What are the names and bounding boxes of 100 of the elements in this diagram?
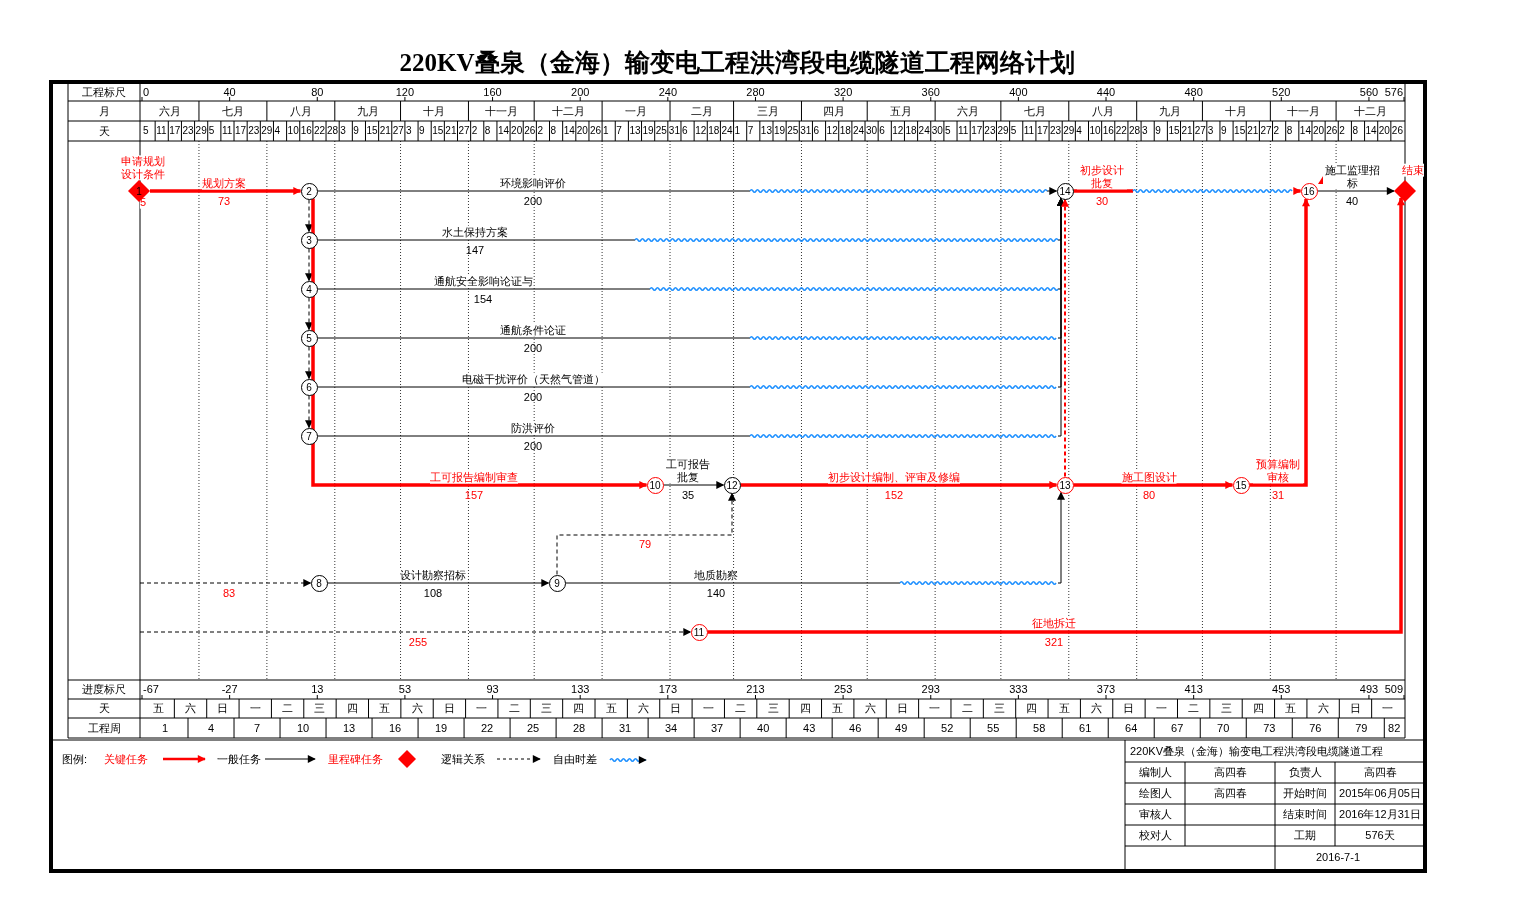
scale-number: 13 [311, 682, 324, 696]
day-number: 29 [261, 125, 273, 137]
scale-number: 413 [1184, 682, 1203, 696]
scale-number: 280 [746, 85, 765, 99]
week-number: 52 [941, 721, 954, 735]
day-number: 9 [1220, 125, 1227, 137]
week-number: 25 [526, 721, 540, 735]
scale-number: 373 [1096, 682, 1116, 696]
day-number: 27 [458, 125, 470, 137]
week-number: 61 [1079, 721, 1092, 735]
day-number: 30 [931, 125, 943, 137]
weekday-label: 五 [605, 701, 617, 715]
event-circle: 6 [300, 378, 318, 396]
scale-number: 120 [395, 85, 415, 99]
weekday-label: 二 [282, 701, 294, 715]
duration-label: 35 [681, 488, 695, 502]
day-number: 14 [1299, 125, 1311, 137]
day-number: 16 [300, 125, 312, 137]
scale-number: 133 [571, 682, 590, 696]
duration-label: 31 [1271, 488, 1285, 502]
weekday-label: 三 [541, 701, 552, 715]
arrow [565, 491, 1065, 584]
title-block-text: 2016-7-1 [1316, 850, 1360, 864]
day-number: 15 [432, 125, 444, 137]
day-number: 9 [353, 125, 359, 137]
day-number: 23 [248, 125, 260, 137]
weekday-label: 五 [379, 701, 391, 715]
duration-label: 157 [464, 488, 484, 502]
month-label: 三月 [756, 104, 779, 118]
weekday-label: 三 [994, 701, 1005, 715]
milestone-label: 申请规划设计条件 [118, 155, 168, 181]
day-number: 4 [274, 125, 280, 137]
day-number: 20 [1312, 125, 1325, 137]
weekday-label: 二 [735, 701, 747, 715]
weekday-label: 六 [864, 701, 876, 715]
weekday-label: 六 [1091, 701, 1103, 715]
legend-label: 里程碑任务 [328, 752, 383, 766]
title-block-text: 高四春 [1213, 786, 1247, 800]
arrow [327, 579, 550, 587]
scale-number: 40 [223, 85, 236, 99]
duration-label: 200 [523, 194, 543, 208]
day-number: 13 [760, 125, 772, 137]
weekday-label: 四 [1026, 701, 1038, 715]
event-circle: 9 [548, 574, 566, 592]
day-number: 19 [774, 125, 786, 137]
month-label: 九月 [1158, 104, 1181, 118]
title-block-text: 576天 [1365, 828, 1395, 842]
arrow [317, 197, 1065, 437]
day-number: 21 [445, 125, 457, 137]
scale-number: 560 [1359, 85, 1379, 99]
day-number: 25 [655, 125, 667, 137]
week-number: 34 [665, 721, 678, 735]
day-number: 27 [1260, 125, 1272, 137]
row-heading: 进度标尺 [82, 682, 126, 696]
day-number: 5 [1010, 125, 1017, 137]
row-heading: 工程周 [87, 721, 121, 735]
day-number: 8 [1286, 125, 1293, 137]
scale-number: 360 [921, 85, 940, 99]
day-number: 2 [471, 125, 478, 137]
arrow [150, 187, 302, 195]
day-number: 23 [984, 125, 996, 137]
event-circle: 13 [1056, 476, 1074, 494]
title-block-text: 220KV叠泉（金海）输变电工程洪湾段电缆隧道工程 [1130, 744, 1384, 758]
scale-number: 53 [398, 682, 412, 696]
weekday-label: 六 [638, 701, 650, 715]
duration-label: 200 [523, 341, 543, 355]
day-number: 20 [1378, 125, 1390, 137]
day-number: 23 [1050, 125, 1062, 137]
milestone-diamond [1394, 180, 1416, 202]
weekday-label: 一 [249, 701, 261, 715]
day-number: 6 [681, 125, 688, 137]
duration-label: 154 [473, 292, 493, 306]
day-number: 13 [629, 125, 641, 137]
event-circle: 2 [300, 182, 318, 200]
week-number: 67 [1171, 721, 1184, 735]
scale-number: 480 [1184, 85, 1203, 99]
scale-number: 213 [746, 682, 765, 696]
arrow [1073, 187, 1302, 195]
title-block-text: 高四春 [1213, 765, 1247, 779]
month-label: 七月 [221, 104, 244, 118]
scale-number: 520 [1272, 85, 1291, 99]
scale-number: 173 [658, 682, 677, 696]
event-circle: 8 [310, 574, 328, 592]
title-block-text: 工期 [1294, 828, 1316, 842]
day-number: 23 [182, 125, 194, 137]
month-label: 八月 [1091, 104, 1114, 118]
title-block-text: 2015年06月05日 [1339, 786, 1421, 800]
edge-label: 环境影响评价 [500, 176, 566, 190]
day-number: 12 [826, 125, 838, 137]
day-number: 3 [1207, 125, 1214, 137]
week-number: 76 [1309, 721, 1322, 735]
event-circle: 7 [300, 427, 318, 445]
scale-number: 320 [833, 85, 853, 99]
weekday-label: 日 [443, 701, 455, 715]
week-number: 79 [1355, 721, 1368, 735]
edge-label: 施工监理招标 [1323, 164, 1381, 190]
day-number: 26 [589, 125, 602, 137]
day-number: 7 [616, 125, 622, 137]
week-number: 49 [895, 721, 908, 735]
scale-number: 293 [921, 682, 940, 696]
